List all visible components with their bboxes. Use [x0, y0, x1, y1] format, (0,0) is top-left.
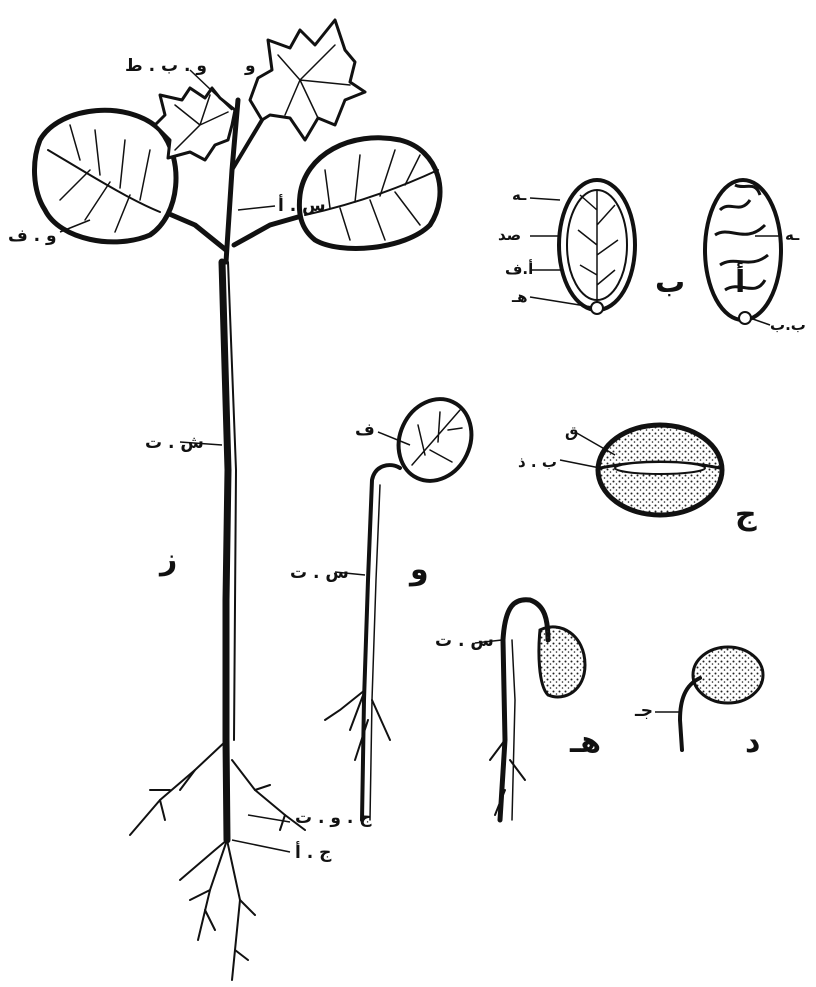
stage-label-d: د: [745, 728, 760, 758]
label-seed-b-3: أ.ف: [505, 262, 533, 277]
label-stem-e: س . ت: [435, 633, 494, 650]
stage-label-a: أ: [735, 268, 745, 298]
label-lateral-root: ج . و . ت: [295, 810, 372, 827]
label-seed-a-2: ب.ب: [770, 318, 806, 333]
label-bud: و . ب . ط: [125, 58, 207, 75]
label-stem-f: س . ت: [290, 565, 349, 582]
label-leaf: و: [245, 58, 256, 75]
label-seed-b-2: صد: [498, 228, 521, 243]
seed-stage-b: [559, 180, 635, 314]
stage-label-c: ج: [735, 500, 757, 530]
stage-label-f: و: [410, 555, 429, 585]
label-seed-b-4: هـ: [512, 290, 528, 305]
cotyledon-left: [35, 110, 176, 242]
label-seed-coat-c: ب . ذ: [518, 455, 557, 470]
label-seed-b-1: ـه: [512, 188, 526, 203]
label-primary-root: ج . أ: [295, 845, 331, 862]
label-upper-stem: س . أ: [278, 198, 326, 215]
label-cotyledon-c: ق: [565, 425, 578, 440]
label-cotyledon-f: ف: [355, 422, 375, 439]
seed-stage-c: [598, 425, 722, 515]
stage-label-e: هـ: [570, 728, 601, 758]
label-cotyledon-leaf: و . ف: [8, 228, 57, 245]
seed-stage-a: [705, 180, 781, 324]
cotyledon-right: [299, 138, 440, 249]
stage-label-b: ب: [655, 268, 685, 298]
label-seed-a-1: ـه: [785, 228, 799, 243]
label-radicle-d: جـ: [635, 703, 653, 720]
stage-label-g: ز: [160, 545, 177, 575]
label-stem-g: ش . ت: [145, 435, 204, 452]
